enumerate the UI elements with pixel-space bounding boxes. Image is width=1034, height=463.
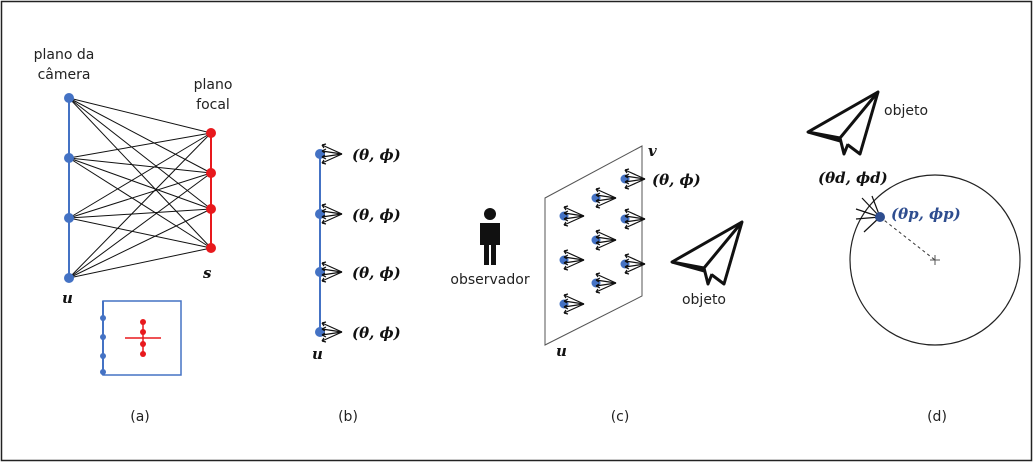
camera-plane-label-line1: plano da: [34, 47, 95, 63]
panel-a: plano da câmera plano focal u s: [34, 47, 233, 425]
angle-label: (θ, ϕ): [352, 324, 401, 342]
axis-s-label: s: [203, 264, 212, 282]
observer-label: observador: [450, 272, 529, 288]
caption-d: (d): [927, 409, 947, 425]
angle-label: (θ, ϕ): [652, 171, 701, 189]
focal-plane-label-line1: plano: [194, 77, 233, 93]
camera-point: [64, 93, 74, 103]
focal-plane-label-line2: focal: [196, 97, 230, 113]
axis-u-label: u: [312, 345, 323, 363]
paper-plane-icon: [670, 220, 744, 286]
sample-point: [875, 212, 885, 222]
axis-u-label: u: [556, 342, 567, 360]
caption-c: (c): [611, 409, 630, 425]
panel-b: (θ, ϕ) (θ, ϕ) (θ, ϕ) (θ, ϕ) u (b): [312, 143, 401, 425]
ray-lines: [68, 97, 212, 279]
camera-point: [64, 213, 74, 223]
axis-u-label: u: [62, 289, 73, 307]
center-mark: [930, 255, 940, 265]
inset-box: [100, 300, 182, 376]
focal-point: [206, 243, 216, 253]
camera-point: [64, 273, 74, 283]
paper-plane-icon: [806, 90, 880, 156]
camera-point: [64, 153, 74, 163]
axis-v-label: v: [648, 142, 657, 160]
camera-plane-label-line2: câmera: [38, 67, 91, 83]
caption-b: (b): [338, 409, 358, 425]
focal-point: [206, 168, 216, 178]
angle-label: (θ, ϕ): [352, 146, 401, 164]
person-icon: [480, 208, 500, 265]
object-label: objeto: [884, 103, 928, 119]
panel-c: observador v u (θ, ϕ) objeto (c): [450, 142, 744, 425]
angle-p-label: (θp, ϕp): [891, 205, 961, 223]
caption-a: (a): [130, 409, 150, 425]
angle-d-label: (θd, ϕd): [818, 169, 888, 187]
sphere-circle: [849, 174, 1021, 346]
panel-d: objeto (θd, ϕd) (θp, ϕp) (d): [806, 90, 1021, 425]
radius-dashed-line: [879, 216, 936, 261]
focal-point: [206, 128, 216, 138]
focal-point: [206, 204, 216, 214]
angle-label: (θ, ϕ): [352, 264, 401, 282]
angle-label: (θ, ϕ): [352, 206, 401, 224]
plane-uv: [544, 145, 643, 346]
object-label: objeto: [682, 292, 726, 308]
